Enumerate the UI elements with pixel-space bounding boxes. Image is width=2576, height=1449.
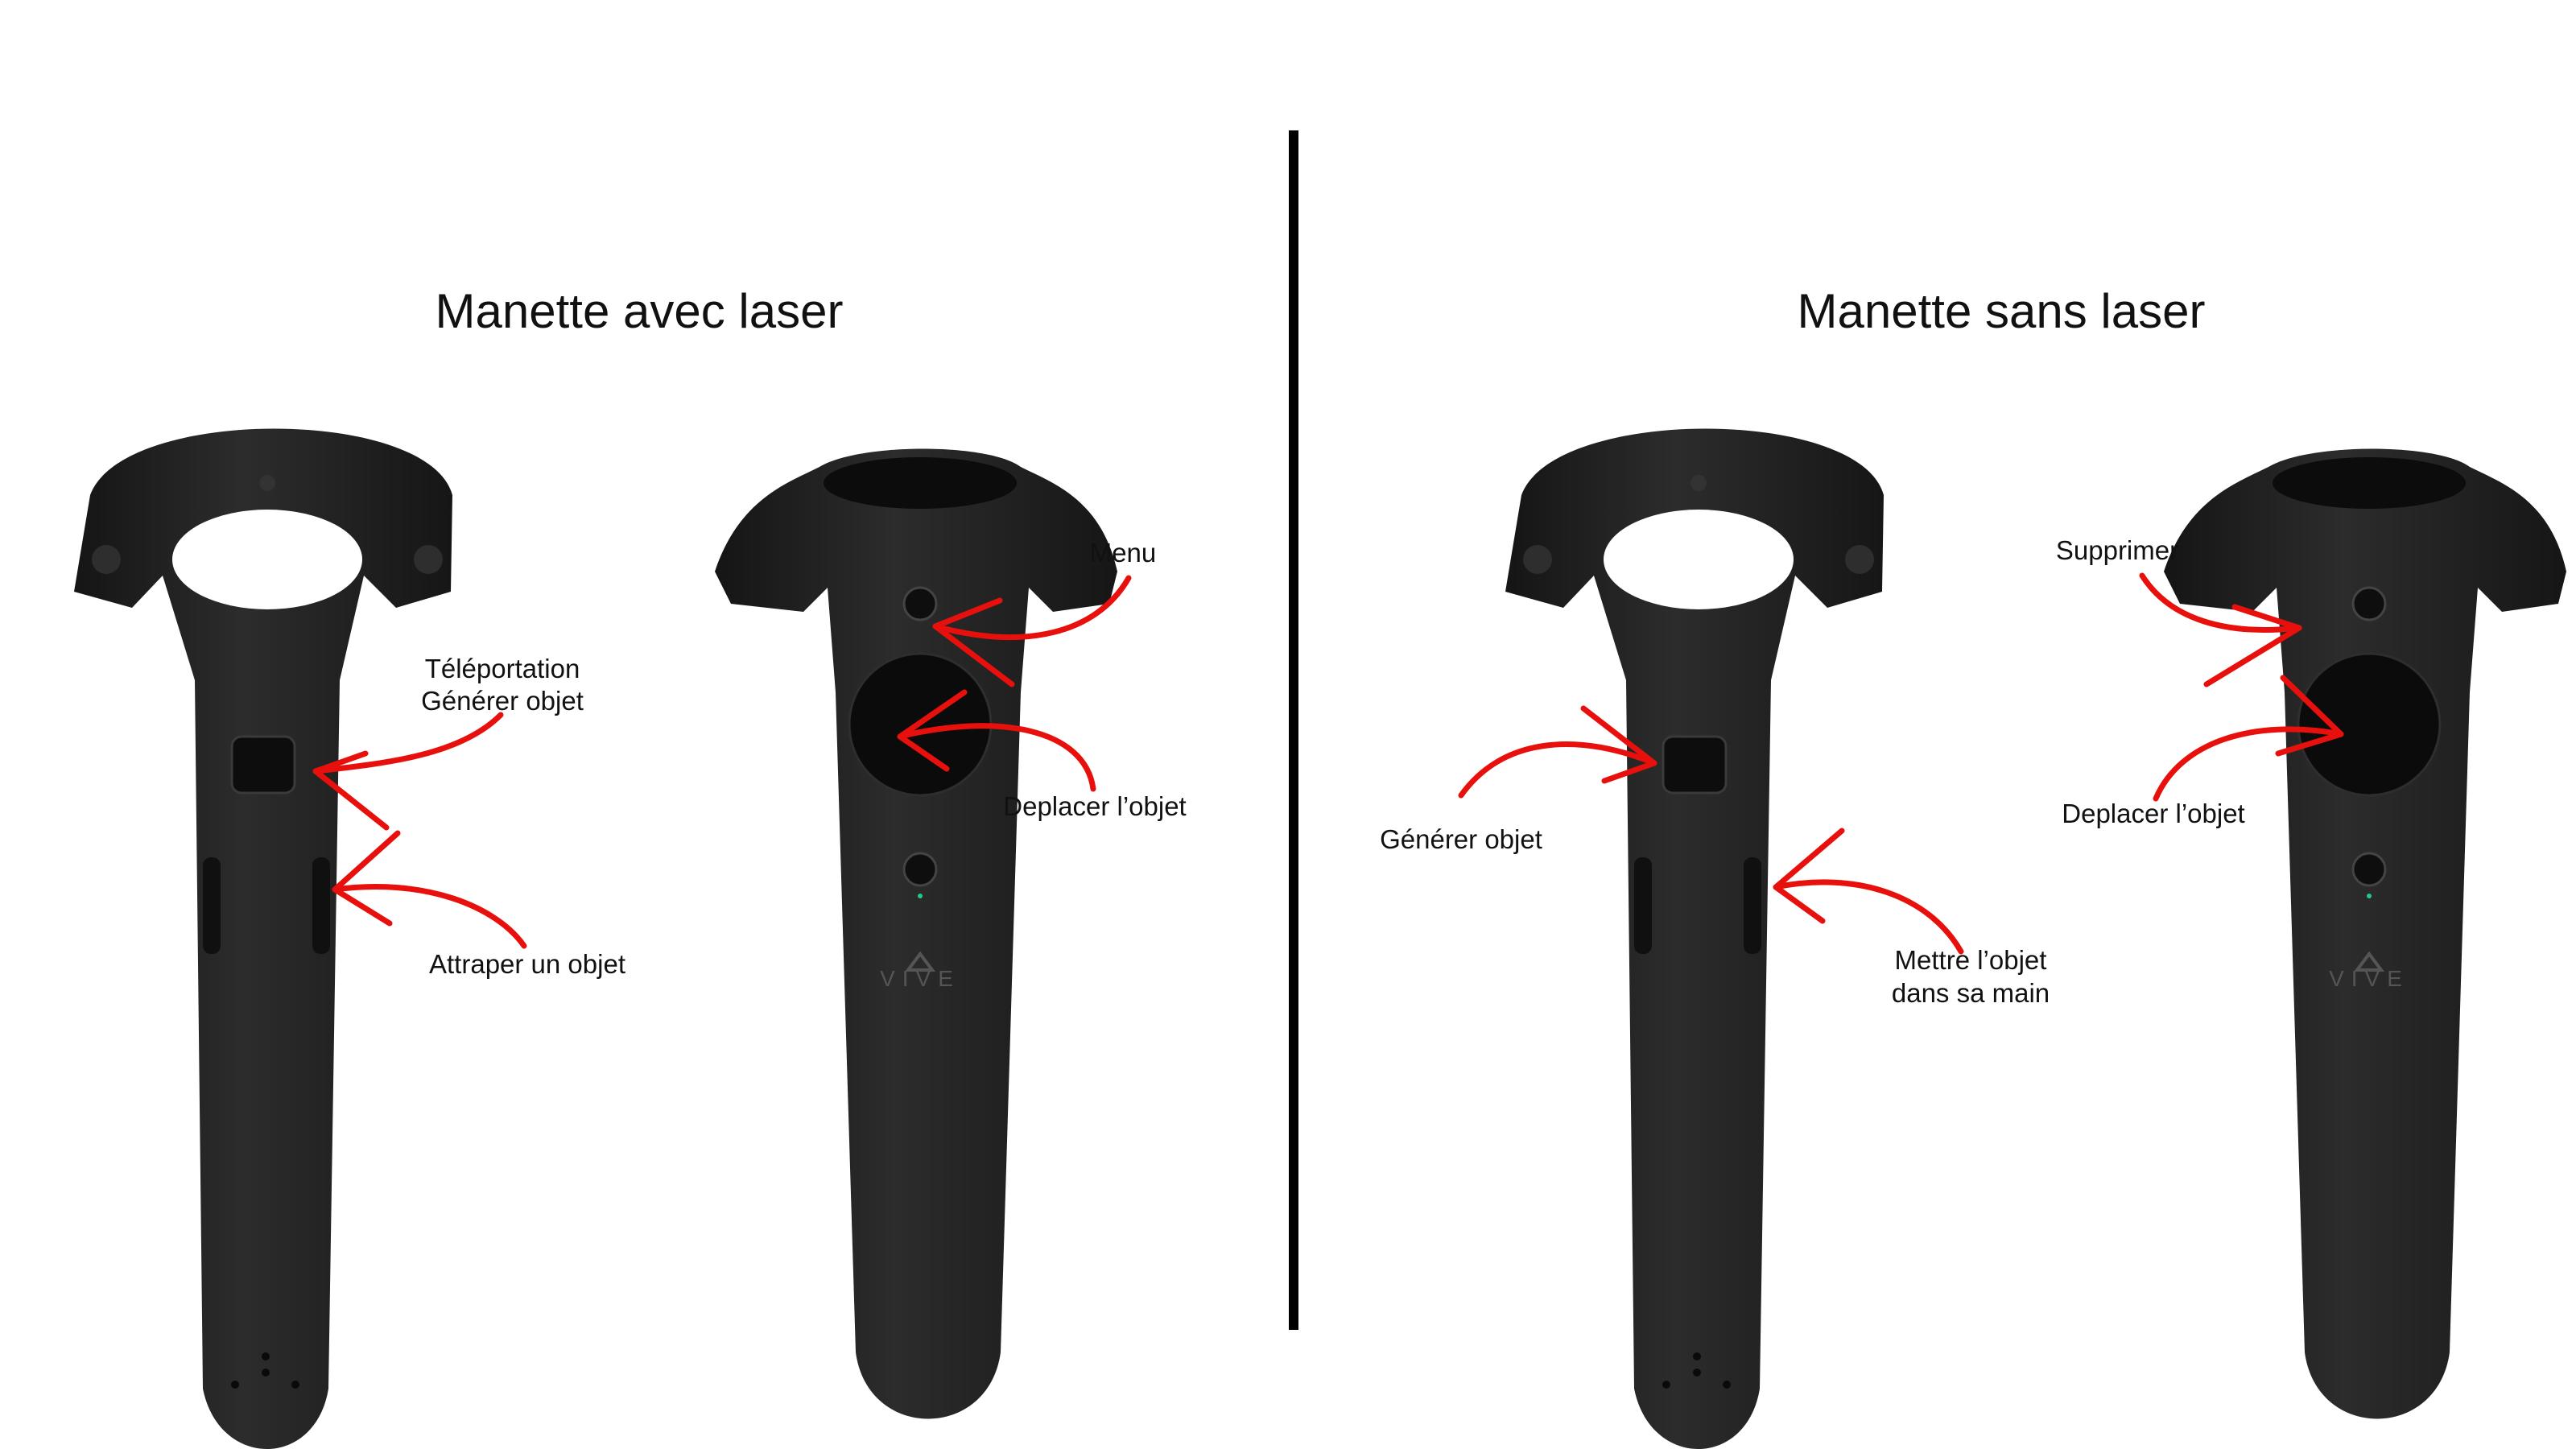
arrow-generate-right [1458, 705, 1657, 799]
controller-side-right [1504, 427, 1885, 1449]
vive-logo-left: VIVE [880, 966, 960, 991]
panel-divider [1289, 130, 1298, 1330]
arrow-menu [932, 575, 1132, 687]
arrow-delete [2139, 572, 2302, 687]
arrow-move-right [2153, 675, 2344, 802]
label-menu: Menu [1089, 538, 1157, 568]
controller-front-left [713, 447, 1119, 1421]
right-panel-title: Manette sans laser [1797, 284, 2206, 338]
label-hold-line2: dans sa main [1891, 978, 2050, 1008]
controller-front-right [2162, 447, 2568, 1421]
arrow-hold [1773, 828, 1964, 955]
label-generate-right: Générer objet [1380, 824, 1542, 854]
controller-side-left [72, 427, 454, 1449]
arrow-move-left [897, 689, 1096, 792]
left-panel-title: Manette avec laser [435, 284, 844, 338]
arrow-teleport [312, 712, 504, 831]
label-hold-line1: Mettre l’objet [1894, 945, 2047, 975]
label-delete: Supprimer [2055, 535, 2179, 565]
label-grab: Attraper un objet [429, 949, 625, 979]
label-teleportation: Téléportation [424, 654, 580, 683]
vive-logo-right: VIVE [2329, 966, 2409, 991]
label-move-right: Deplacer l’objet [2062, 799, 2245, 828]
label-generate-left: Générer objet [421, 686, 584, 716]
arrow-grab [332, 830, 527, 949]
label-move-left: Deplacer l’objet [1003, 791, 1187, 821]
